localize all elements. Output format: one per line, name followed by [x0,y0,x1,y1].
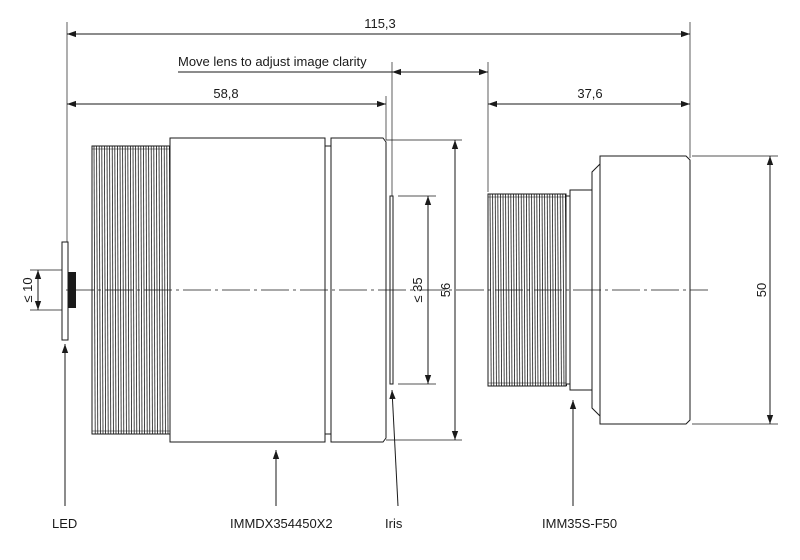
iris-callout-label: Iris [385,516,403,531]
dimension-adjust: Move lens to adjust image clarity [178,54,488,76]
lens-callout-label: IMMDX354450X2 [230,516,333,531]
adapter-diameter-label: 50 [754,283,769,297]
callout-led: LED [52,344,77,531]
dimension-adapter-diameter: 50 [754,156,774,424]
dimension-adapter-length: 37,6 [488,86,690,108]
dimension-led: ≤ 10 [20,270,42,310]
led-size-label: ≤ 10 [20,277,35,302]
callout-adapter: IMM35S-F50 [542,400,617,531]
led-callout-label: LED [52,516,77,531]
lens-diameter-label: 56 [438,283,453,297]
led-component [61,241,76,341]
dimension-overall: 115,3 [67,16,690,38]
dimension-lens-diameter: 56 [438,140,459,440]
adapter-callout-label: IMM35S-F50 [542,516,617,531]
callout-lens: IMMDX354450X2 [230,450,333,531]
adapter-length-label: 37,6 [577,86,602,101]
lens-length-label: 58,8 [213,86,238,101]
dimension-lens-length: 58,8 [67,86,386,108]
callout-iris: Iris [385,389,403,531]
overall-length-label: 115,3 [364,16,396,31]
adjust-note-label: Move lens to adjust image clarity [178,54,367,69]
